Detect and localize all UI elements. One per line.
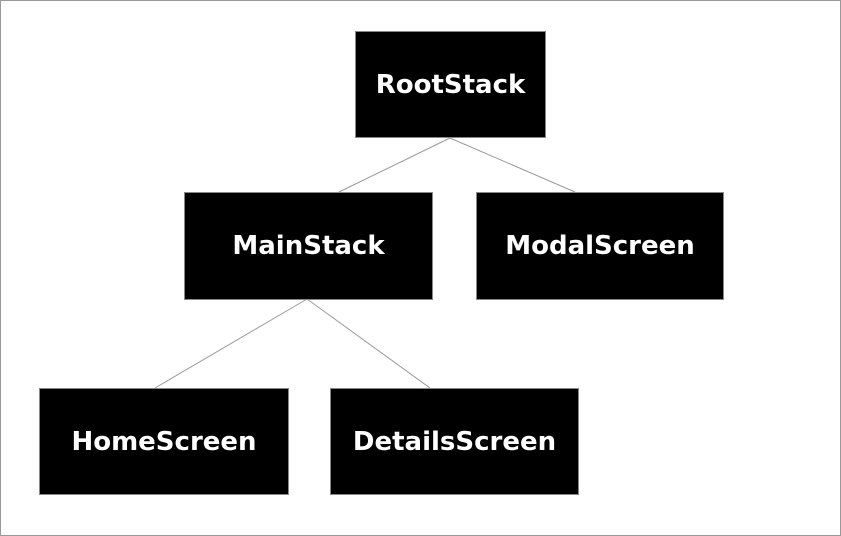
node-homescreen: HomeScreen	[39, 388, 289, 495]
edge-rootstack-mainstack	[338, 137, 451, 193]
node-mainstack-label: MainStack	[232, 231, 385, 261]
edge-mainstack-detailsscreen	[306, 298, 431, 389]
node-mainstack: MainStack	[184, 192, 433, 300]
edge-mainstack-homescreen	[154, 298, 308, 389]
node-homescreen-label: HomeScreen	[71, 426, 257, 457]
node-rootstack-label: RootStack	[375, 69, 526, 100]
node-modalscreen: ModalScreen	[476, 192, 724, 300]
node-detailsscreen: DetailsScreen	[330, 388, 579, 495]
node-rootstack: RootStack	[355, 31, 546, 138]
node-modalscreen-label: ModalScreen	[505, 231, 695, 261]
node-detailsscreen-label: DetailsScreen	[352, 426, 557, 457]
edge-rootstack-modalscreen	[449, 137, 576, 193]
